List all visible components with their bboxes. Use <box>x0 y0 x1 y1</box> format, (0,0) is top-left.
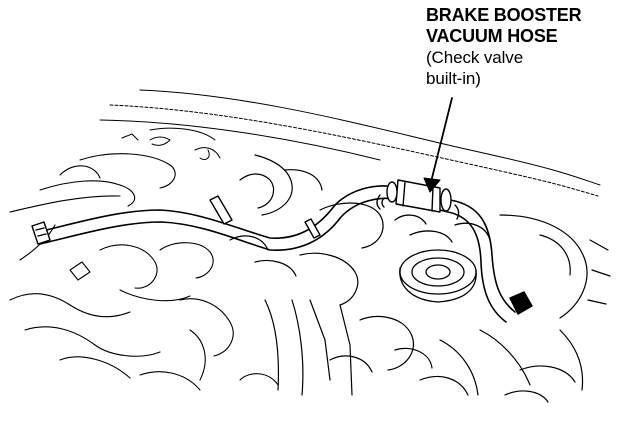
hose-callout-label: BRAKE BOOSTER VACUUM HOSE (Check valve b… <box>426 5 622 89</box>
throttle-body <box>394 214 491 303</box>
hose-clamps <box>31 195 533 315</box>
check-valve <box>376 179 460 220</box>
callout-title-line-1: BRAKE BOOSTER <box>426 5 582 25</box>
callout-note-line-2: built-in) <box>426 69 481 88</box>
callout-arrowhead <box>423 177 441 193</box>
left-engine-components <box>9 153 279 391</box>
right-side-frame <box>419 214 611 403</box>
brake-booster-vacuum-hose <box>37 185 516 323</box>
callout-note-line-1: (Check valve <box>426 48 524 67</box>
callout-leader-line <box>431 97 453 179</box>
hood-edge-lines <box>99 89 601 197</box>
callout-title-line-2: VACUUM HOSE <box>426 26 558 46</box>
